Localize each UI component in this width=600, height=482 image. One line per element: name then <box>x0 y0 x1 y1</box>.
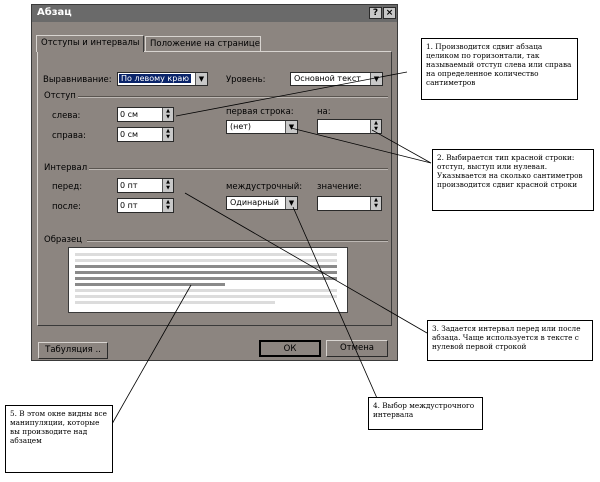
spacing-before-label: перед: <box>52 182 83 192</box>
dialog-title: Абзац <box>37 7 72 18</box>
chevron-down-icon[interactable]: ▼ <box>285 197 297 209</box>
spacing-after-stepper[interactable]: 0 пт ▲▼ <box>117 198 174 213</box>
alignment-label: Выравнивание: <box>43 75 112 85</box>
preview-line <box>75 259 337 262</box>
alignment-select[interactable]: По левому краю ▼ <box>117 72 208 86</box>
callout-line-2b <box>371 129 432 164</box>
tab-indents-spacing[interactable]: Отступы и интервалы <box>36 35 144 52</box>
help-button[interactable]: ? <box>369 7 382 19</box>
divider <box>78 96 388 98</box>
close-button[interactable]: × <box>383 7 396 19</box>
spacing-before-stepper[interactable]: 0 пт ▲▼ <box>117 178 174 193</box>
indent-by-stepper[interactable]: ▲▼ <box>317 119 382 134</box>
spin-down-icon[interactable]: ▼ <box>374 203 378 209</box>
preview-line <box>75 301 275 304</box>
line-spacing-value: Одинарный <box>230 198 279 207</box>
spin-up-icon[interactable]: ▲ <box>374 120 378 126</box>
spin-up-icon[interactable]: ▲ <box>374 197 378 203</box>
preview-line <box>75 277 337 280</box>
note-4: 4. Выбор междустрочного интервала <box>368 397 483 430</box>
spacing-after-value: 0 пт <box>120 201 138 210</box>
level-value: Основной текст <box>294 74 361 83</box>
preview-line <box>75 271 337 274</box>
first-line-value: (нет) <box>230 122 252 131</box>
preview-line <box>75 295 337 298</box>
first-line-select[interactable]: (нет) ▼ <box>226 120 298 134</box>
line-spacing-label: междустрочный: <box>226 182 303 192</box>
callout-line-3 <box>184 192 428 334</box>
note-5: 5. В этом окне видны все манипуляции, ко… <box>5 405 113 473</box>
note-1: 1. Производится сдвиг абзаца целиком по … <box>421 38 578 100</box>
spin-up-icon[interactable]: ▲ <box>166 128 170 134</box>
spacing-after-label: после: <box>52 202 81 212</box>
indent-left-label: слева: <box>52 111 81 121</box>
indent-right-stepper[interactable]: 0 см ▲▼ <box>117 127 174 142</box>
tab-page-position[interactable]: Положение на странице <box>145 36 261 51</box>
preview-line <box>75 283 225 286</box>
spacing-before-value: 0 пт <box>120 181 138 190</box>
preview-line <box>75 289 337 292</box>
spin-down-icon[interactable]: ▼ <box>166 134 170 140</box>
level-label: Уровень: <box>226 75 266 85</box>
spin-down-icon[interactable]: ▼ <box>166 185 170 191</box>
callout-line-5 <box>111 284 192 425</box>
spin-up-icon[interactable]: ▲ <box>166 108 170 114</box>
title-bar: Абзац ? × <box>32 5 397 22</box>
first-line-label: первая строка: <box>226 107 294 117</box>
sample-group-label: Образец <box>44 235 83 245</box>
note-3: 3. Задается интервал перед или после абз… <box>427 320 593 361</box>
indent-by-label: на: <box>317 107 331 117</box>
spin-up-icon[interactable]: ▲ <box>166 199 170 205</box>
chevron-down-icon[interactable]: ▼ <box>285 121 297 133</box>
spacing-value-label: значение: <box>317 182 362 192</box>
sample-preview <box>68 247 348 313</box>
alignment-value: По левому краю <box>119 74 191 83</box>
cancel-button[interactable]: Отмена <box>326 340 388 357</box>
callout-line-4 <box>292 206 381 406</box>
divider <box>87 240 388 242</box>
note-2: 2. Выбирается тип красной строки: отступ… <box>432 149 594 211</box>
ok-button[interactable]: ОК <box>259 340 321 357</box>
spacing-group-label: Интервал <box>44 163 88 173</box>
tabs-button[interactable]: Табуляция .. <box>38 342 108 359</box>
line-spacing-select[interactable]: Одинарный ▼ <box>226 196 298 210</box>
callout-line-2a <box>290 127 432 164</box>
indent-right-label: справа: <box>52 131 86 141</box>
preview-line <box>75 253 337 256</box>
spin-down-icon[interactable]: ▼ <box>166 114 170 120</box>
callout-line-1 <box>175 71 408 117</box>
indent-left-value: 0 см <box>120 110 139 119</box>
spin-down-icon[interactable]: ▼ <box>374 126 378 132</box>
indent-left-stepper[interactable]: 0 см ▲▼ <box>117 107 174 122</box>
divider <box>89 168 388 170</box>
indent-group-label: Отступ <box>44 91 76 101</box>
chevron-down-icon[interactable]: ▼ <box>195 73 207 85</box>
spin-down-icon[interactable]: ▼ <box>166 205 170 211</box>
preview-line <box>75 265 337 268</box>
tab-panel <box>37 51 392 326</box>
spin-up-icon[interactable]: ▲ <box>166 179 170 185</box>
indent-right-value: 0 см <box>120 130 139 139</box>
spacing-value-stepper[interactable]: ▲▼ <box>317 196 382 211</box>
